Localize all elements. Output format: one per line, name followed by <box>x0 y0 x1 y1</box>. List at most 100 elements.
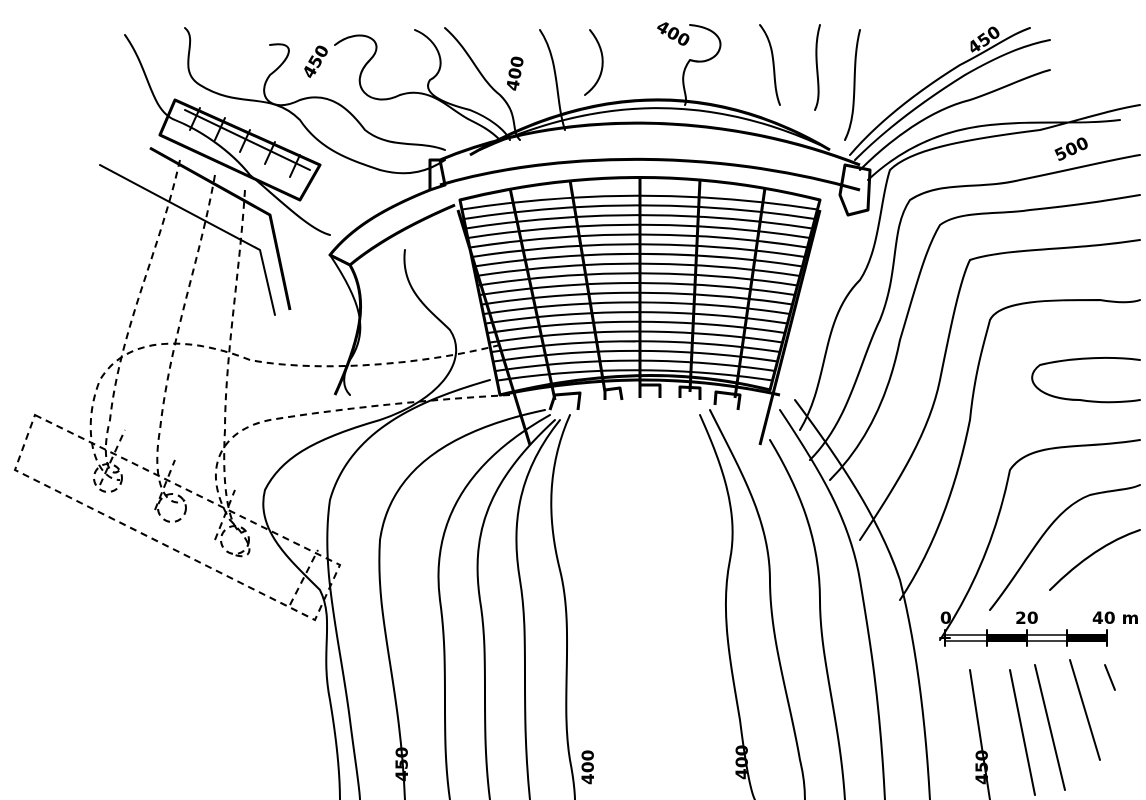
contour-label: 400 <box>653 17 694 52</box>
contour-line <box>1069 659 1101 761</box>
contour-line <box>899 299 1141 601</box>
contour-label: 500 <box>1052 133 1093 166</box>
contour-line <box>414 29 511 141</box>
chute-steps <box>461 178 819 401</box>
scale-segment-white <box>944 634 988 642</box>
contour-line <box>829 194 1141 481</box>
contour-line <box>759 24 781 106</box>
contour-line <box>1009 669 1036 796</box>
contour-line <box>1049 529 1141 591</box>
contour-line <box>799 104 1141 431</box>
intake-tower-building <box>158 98 322 202</box>
contour-line <box>699 414 756 800</box>
right-abutment <box>838 163 872 217</box>
dam-structure <box>328 98 872 446</box>
contour-line <box>859 239 1141 541</box>
contour-label: 450 <box>964 22 1005 59</box>
turbine-unit <box>157 493 187 523</box>
scale-bar: 0 20 40 m <box>939 609 1139 647</box>
contour-line <box>779 409 886 800</box>
contour-line <box>329 254 362 396</box>
chute-divider-wall <box>568 179 607 393</box>
contour-line <box>444 27 521 141</box>
scale-tick-label: 20 <box>1015 609 1039 629</box>
upstream-arc-inner <box>479 107 821 151</box>
contour-line <box>584 29 604 96</box>
chute-step-line <box>475 262 801 277</box>
chute-divider-wall <box>688 179 702 393</box>
turbine-unit <box>93 463 123 493</box>
diversion-tunnel <box>89 342 501 481</box>
contour-label: 400 <box>733 744 753 780</box>
contour-line <box>814 24 821 111</box>
chute-step-line <box>473 252 804 268</box>
contour-line <box>844 29 861 141</box>
contour-line <box>334 34 501 141</box>
tunnel-dashed <box>156 174 216 504</box>
contour-line <box>709 409 806 800</box>
contour-line <box>1104 664 1116 691</box>
intake-bays <box>184 107 311 178</box>
intake-road-edge <box>99 164 276 316</box>
underground-tunnels <box>13 159 511 622</box>
contour-line <box>476 419 556 800</box>
scale-tick-label: 40 m <box>1092 609 1139 629</box>
flip-buckets <box>548 383 742 411</box>
diversion-tunnel <box>214 394 511 558</box>
contour-line <box>1031 356 1141 404</box>
contour-label: 400 <box>579 749 599 785</box>
contour-label: 450 <box>393 746 413 782</box>
contour-line <box>124 34 331 236</box>
contour-line <box>769 439 846 800</box>
scale-tick-label: 0 <box>940 609 952 629</box>
contour-label: 400 <box>503 54 529 93</box>
contour-line <box>326 379 491 800</box>
scale-ticks <box>939 629 1108 647</box>
contour-label: 450 <box>973 749 993 785</box>
contour-line <box>969 669 991 800</box>
intake-structures <box>99 98 322 316</box>
chute-divider-wall <box>733 187 767 399</box>
contour-line <box>184 27 446 175</box>
contour-line <box>378 409 546 800</box>
spillway-wall <box>333 264 363 396</box>
contour-line <box>809 154 1141 461</box>
chute-step-line <box>483 301 791 315</box>
chute-side-walls <box>456 209 822 446</box>
scale-segment-black <box>987 634 1027 642</box>
contour-line <box>515 419 561 800</box>
chute-step-line <box>481 291 794 306</box>
contour-line <box>859 69 1051 171</box>
contour-line <box>854 39 1051 161</box>
powerhouse-bays <box>99 429 319 606</box>
turbine-unit <box>220 525 250 555</box>
intake-road <box>149 146 292 311</box>
chute-step-line <box>485 311 789 325</box>
access-road <box>328 188 456 267</box>
contour-line <box>550 414 576 800</box>
tunnel-dashed <box>104 159 181 474</box>
upstream-arc <box>469 98 831 157</box>
contour-line <box>682 24 722 106</box>
contour-line <box>867 119 1121 181</box>
contour-line <box>437 414 551 800</box>
contour-line <box>849 27 1031 156</box>
contour-label: 450 <box>299 42 334 83</box>
chute-divider-wall <box>508 187 557 401</box>
contour-lines <box>124 24 1141 800</box>
scale-segment-black <box>1067 634 1107 642</box>
contour-line <box>989 484 1141 611</box>
chute-step-line <box>477 272 799 287</box>
chute-end-sill <box>499 378 781 397</box>
powerhouse-outline <box>13 413 342 622</box>
contour-line <box>794 399 931 800</box>
contour-line <box>939 439 1141 641</box>
contour-line <box>263 43 446 151</box>
dam-crest-downstream-edge <box>439 157 861 192</box>
contour-elevation-labels: 450 400 400 450 500 450 400 400 450 <box>299 17 1092 785</box>
contour-line <box>262 249 458 800</box>
scale-segment-white <box>1026 634 1068 642</box>
contour-line <box>1034 664 1066 791</box>
